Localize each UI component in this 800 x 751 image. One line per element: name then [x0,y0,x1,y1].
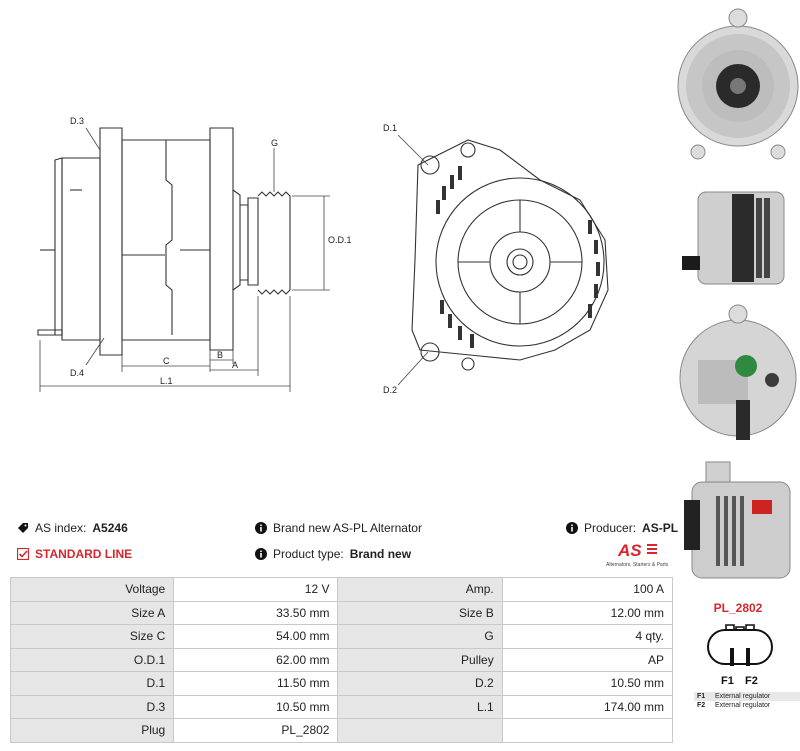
spec-label: Amp. [337,577,503,602]
label-b: B [217,350,223,360]
spec-label: D.3 [9,694,175,719]
label-d1: D.1 [383,123,397,133]
plug-legend: F1 External regulator F2 External regula… [694,692,800,710]
brand-text: Brand new AS-PL Alternator [273,521,422,535]
label-od1: O.D.1 [328,235,352,245]
spec-value: PL_2802 [173,718,339,743]
spec-value: 4 qty. [501,624,674,649]
spec-value: 174.00 mm [501,694,674,719]
legend-desc: External regulator [715,702,771,709]
spec-label: D.1 [9,671,175,696]
spec-value [501,718,674,743]
product-type-value: Brand new [349,547,412,561]
photo-front-view [677,8,799,160]
as-pl-logo: AS Alternators, Starters & Parts [606,541,669,568]
legend-key: F2 [697,702,706,709]
spec-label: Pulley [337,647,503,672]
producer-label: Producer: [584,521,637,535]
info-icon [566,522,578,534]
spec-label: G [337,624,503,649]
spec-label: Plug [9,718,175,743]
info-icon [255,522,267,534]
label-d3: D.3 [70,116,84,126]
standard-line-label: STANDARD LINE [35,547,133,561]
producer-info: Producer: AS-PL [566,521,678,535]
as-index-value: A5246 [92,521,128,535]
pin-f1-label: F1 [721,675,734,687]
logo-text: AS [617,541,642,560]
label-c: C [163,356,170,366]
label-d4: D.4 [70,368,84,378]
spec-value: 10.50 mm [501,671,674,696]
product-type: Product type: Brand new [255,547,411,561]
spec-value: 33.50 mm [173,600,339,625]
legend-desc: External regulator [712,692,800,701]
spec-label: Size B [337,600,503,625]
pin-f2-label: F2 [745,675,758,687]
brand-info: Brand new AS-PL Alternator [255,521,422,535]
info-icon [255,548,267,560]
alternator-dimension-drawing: D.3 D.4 G O.D.1 C B A L.1 D.1 D.2 [37,116,609,395]
spec-label [337,718,503,743]
spec-value: 10.50 mm [173,694,339,719]
photo-angle-view [684,461,791,579]
spec-label: Size A [9,600,175,625]
spec-value: 100 A [501,577,674,602]
spec-value: 12 V [173,577,339,602]
spec-label: L.1 [337,694,503,719]
tag-icon [18,523,28,533]
spec-label: Voltage [9,577,175,602]
legend-key: F1 [694,692,712,701]
plug-diagram: F1 F2 [707,624,773,687]
photo-side-view [682,191,785,285]
label-d2: D.2 [383,385,397,395]
checkbox-checked-icon [17,548,29,560]
plug-title: PL_2802 [713,601,763,615]
spec-value: AP [501,647,674,672]
spec-value: 11.50 mm [173,671,339,696]
legend-row: F1 External regulator [694,692,800,701]
product-type-label: Product type: [273,547,344,561]
spec-value: 62.00 mm [173,647,339,672]
photo-rear-view [679,304,797,440]
spec-label: O.D.1 [9,647,175,672]
label-a: A [232,360,238,370]
label-g: G [271,138,278,148]
as-index: AS index: A5246 [17,521,128,535]
spec-value: 12.00 mm [501,600,674,625]
product-photos [676,0,800,600]
logo-tagline: Alternators, Starters & Parts [606,562,669,568]
spec-value: 54.00 mm [173,624,339,649]
label-l1: L.1 [160,376,173,386]
standard-line: STANDARD LINE [17,547,132,561]
spec-label: Size C [9,624,175,649]
legend-row: F2 External regulator [694,701,800,710]
producer-value: AS-PL [642,521,679,535]
as-index-label: AS index: [35,521,87,535]
technical-drawing: D.3 D.4 G O.D.1 C B A L.1 D.1 D.2 [37,116,609,395]
spec-label: D.2 [337,671,503,696]
